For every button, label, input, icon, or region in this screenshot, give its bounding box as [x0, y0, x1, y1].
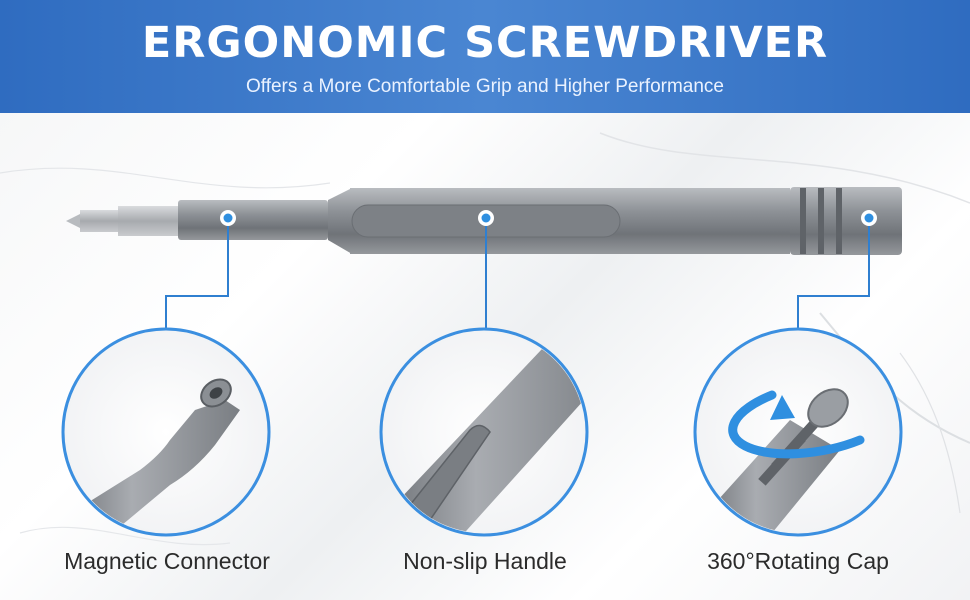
leader-line: [165, 226, 229, 330]
bit-tip: [66, 214, 80, 228]
header-banner: ERGONOMIC SCREWDRIVER Offers a More Comf…: [0, 0, 970, 113]
rotating-cap-closeup: [693, 327, 903, 537]
page-title: ERGONOMIC SCREWDRIVER: [141, 18, 829, 68]
non-slip-handle-closeup: [379, 327, 589, 537]
feature-label-non-slip-handle: Non-slip Handle: [403, 548, 567, 574]
feature-label-magnetic-connector: Magnetic Connector: [64, 548, 270, 574]
feature-label-rotating-cap: 360°Rotating Cap: [707, 548, 889, 574]
page-subtitle: Offers a More Comfortable Grip and Highe…: [245, 76, 724, 97]
leader-line: [797, 226, 870, 330]
magnetic-connector-closeup: [61, 327, 271, 537]
